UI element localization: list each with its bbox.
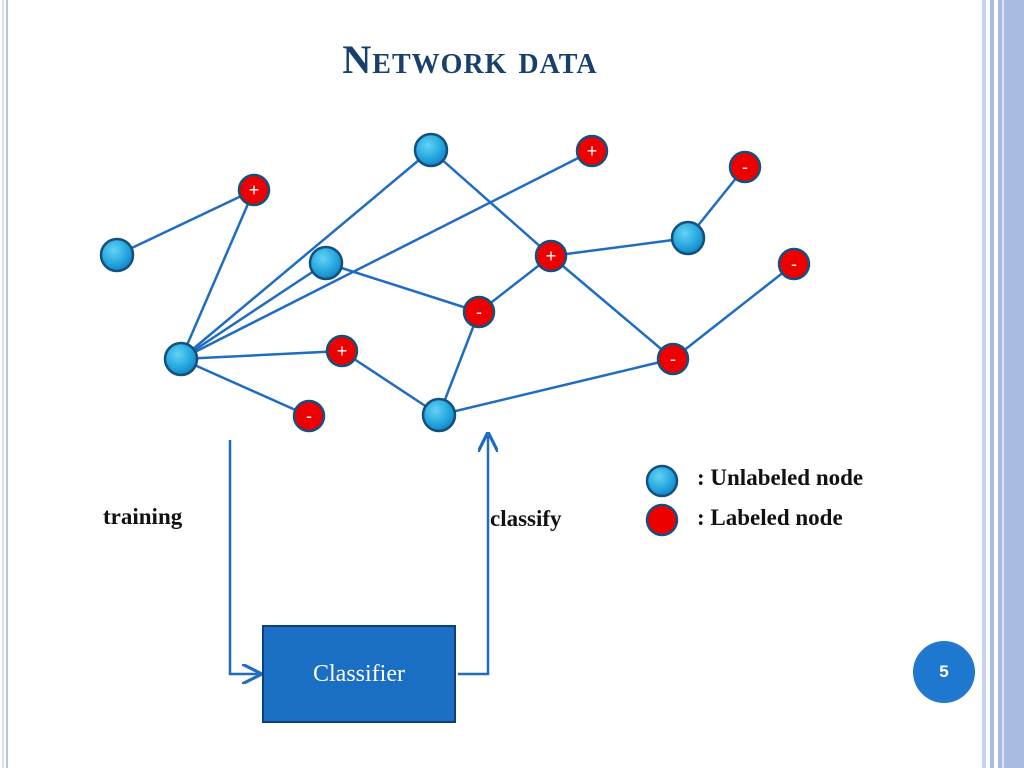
classifier-label: Classifier — [313, 660, 405, 687]
unlabeled-node-u3 — [308, 245, 344, 281]
edge-l8-l6 — [672, 263, 795, 360]
edge-l7-u5 — [341, 349, 440, 417]
right-frame-border — [976, 0, 1024, 768]
node-sign-l6: - — [791, 254, 797, 274]
edge-u1-l2 — [180, 149, 593, 361]
node-sign-l9: - — [306, 406, 312, 426]
labeled-node-l8: - — [656, 342, 690, 376]
edge-u1-u3 — [180, 261, 327, 361]
edge-u1-u2 — [180, 149, 432, 360]
edge-u5-l8 — [438, 357, 674, 417]
labeled-node-l3: - — [728, 150, 762, 184]
training-arrow — [228, 440, 258, 674]
unlabeled-node-u1 — [163, 341, 199, 377]
labeled-node-l7: + — [325, 334, 359, 368]
page-number-badge: 5 — [913, 641, 975, 703]
edge-u5-l5 — [437, 311, 481, 416]
edge-u1-l9 — [180, 357, 310, 418]
page-number: 5 — [939, 662, 949, 681]
edge-u1-l1 — [179, 189, 256, 360]
node-sign-l8: - — [670, 349, 676, 369]
legend-labeled-node-icon — [645, 503, 679, 537]
labeled-node-l2: + — [575, 134, 609, 168]
classify-arrow — [458, 436, 488, 676]
unlabeled-node-u4 — [670, 220, 706, 256]
edge-l4-u4 — [550, 236, 689, 258]
legend-unlabeled-node-icon — [645, 464, 679, 498]
edge-l8-l4 — [550, 255, 674, 360]
labeled-node-l4: + — [534, 239, 568, 273]
node-sign-l3: - — [742, 157, 748, 177]
unlabeled-node-u5 — [421, 397, 457, 433]
classify-label: classify — [490, 506, 562, 531]
edge-u3-l5 — [325, 261, 480, 314]
legend-labeled-text: : Labeled node — [697, 505, 843, 530]
edge-u2-l4 — [430, 149, 552, 257]
node-sign-l1: + — [249, 180, 260, 200]
labeled-node-l6: - — [777, 247, 811, 281]
node-sign-l5: - — [476, 302, 482, 322]
legend-unlabeled-text: : Unlabeled node — [697, 465, 864, 490]
edge-u1-l7 — [180, 349, 343, 361]
network-nodes: + + - + - - + - - — [99, 132, 811, 433]
labeled-node-l9: - — [292, 399, 326, 433]
node-sign-l7: + — [337, 341, 348, 361]
labeled-node-l5: - — [462, 295, 496, 329]
edge-u6-l1 — [116, 188, 255, 257]
unlabeled-node-u6 — [99, 237, 135, 273]
classifier-box: Classifier — [262, 625, 456, 723]
unlabeled-node-u2 — [413, 132, 449, 168]
training-label: training — [103, 504, 183, 529]
labeled-node-l1: + — [237, 173, 271, 207]
slide-title: Network data — [342, 37, 598, 82]
node-sign-l4: + — [546, 246, 557, 266]
left-frame-border — [0, 0, 8, 768]
network-edges — [116, 149, 795, 418]
node-sign-l2: + — [587, 141, 598, 161]
